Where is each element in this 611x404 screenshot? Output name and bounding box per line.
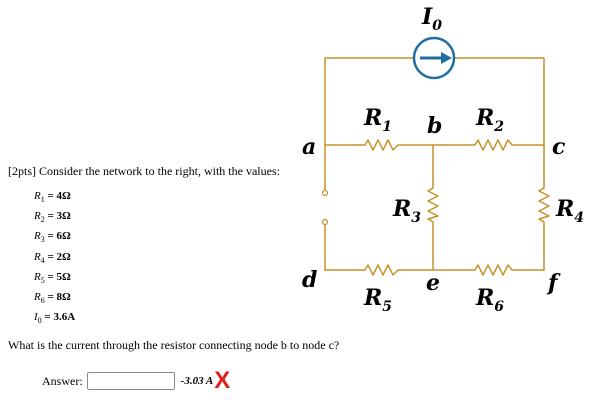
value-r1: R1 = 4Ω bbox=[34, 190, 71, 205]
circuit-wires bbox=[324, 57, 545, 271]
resistor-r5 bbox=[364, 264, 399, 276]
value-i0: I0 = 3.6A bbox=[34, 311, 76, 326]
node-e-label: e bbox=[426, 270, 440, 296]
r1-label: R1 bbox=[363, 105, 392, 135]
graded-answer: -3.03 A bbox=[180, 375, 214, 387]
terminal-bottom bbox=[321, 218, 329, 226]
answer-label: Answer: bbox=[42, 373, 83, 388]
question-intro: [2pts] Consider the network to the right… bbox=[8, 164, 280, 178]
r3-label: R3 bbox=[392, 196, 421, 226]
node-d-label: d bbox=[302, 267, 317, 293]
node-a-label: a bbox=[302, 134, 316, 160]
resistor-r6 bbox=[474, 264, 513, 276]
value-r3: R3 = 6Ω bbox=[34, 230, 71, 245]
value-r6: R6 = 8Ω bbox=[34, 290, 71, 306]
r6-label: R6 bbox=[475, 285, 504, 315]
r2-label: R2 bbox=[475, 105, 504, 135]
r4-label: R4 bbox=[555, 196, 584, 226]
source-label: I0 bbox=[421, 4, 442, 34]
node-c-label: c bbox=[552, 134, 566, 160]
value-r2: R2 = 3Ω bbox=[34, 210, 71, 225]
node-b-label: b bbox=[427, 113, 442, 139]
resistor-r4 bbox=[538, 187, 550, 223]
terminal-top bbox=[321, 189, 329, 197]
current-source-icon bbox=[412, 36, 456, 80]
node-f-label: f bbox=[546, 270, 561, 296]
value-r5: R5 = 5Ω bbox=[34, 270, 71, 285]
value-r4: R4 = 2Ω bbox=[34, 250, 71, 265]
answer-input[interactable] bbox=[86, 372, 175, 390]
given-values: R1 = 4Ω R2 = 3Ω R3 = 6Ω R4 = 2Ω R5 = 5Ω … bbox=[34, 188, 75, 329]
resistor-r1 bbox=[364, 139, 399, 151]
r5-label: R5 bbox=[363, 285, 392, 315]
question-prompt: What is the current through the resistor… bbox=[8, 338, 340, 352]
resistor-r2 bbox=[474, 139, 513, 151]
answer-row: Answer: -3.03 A X bbox=[42, 367, 231, 394]
resistor-r3 bbox=[427, 187, 439, 223]
incorrect-mark-icon: X bbox=[214, 367, 231, 394]
